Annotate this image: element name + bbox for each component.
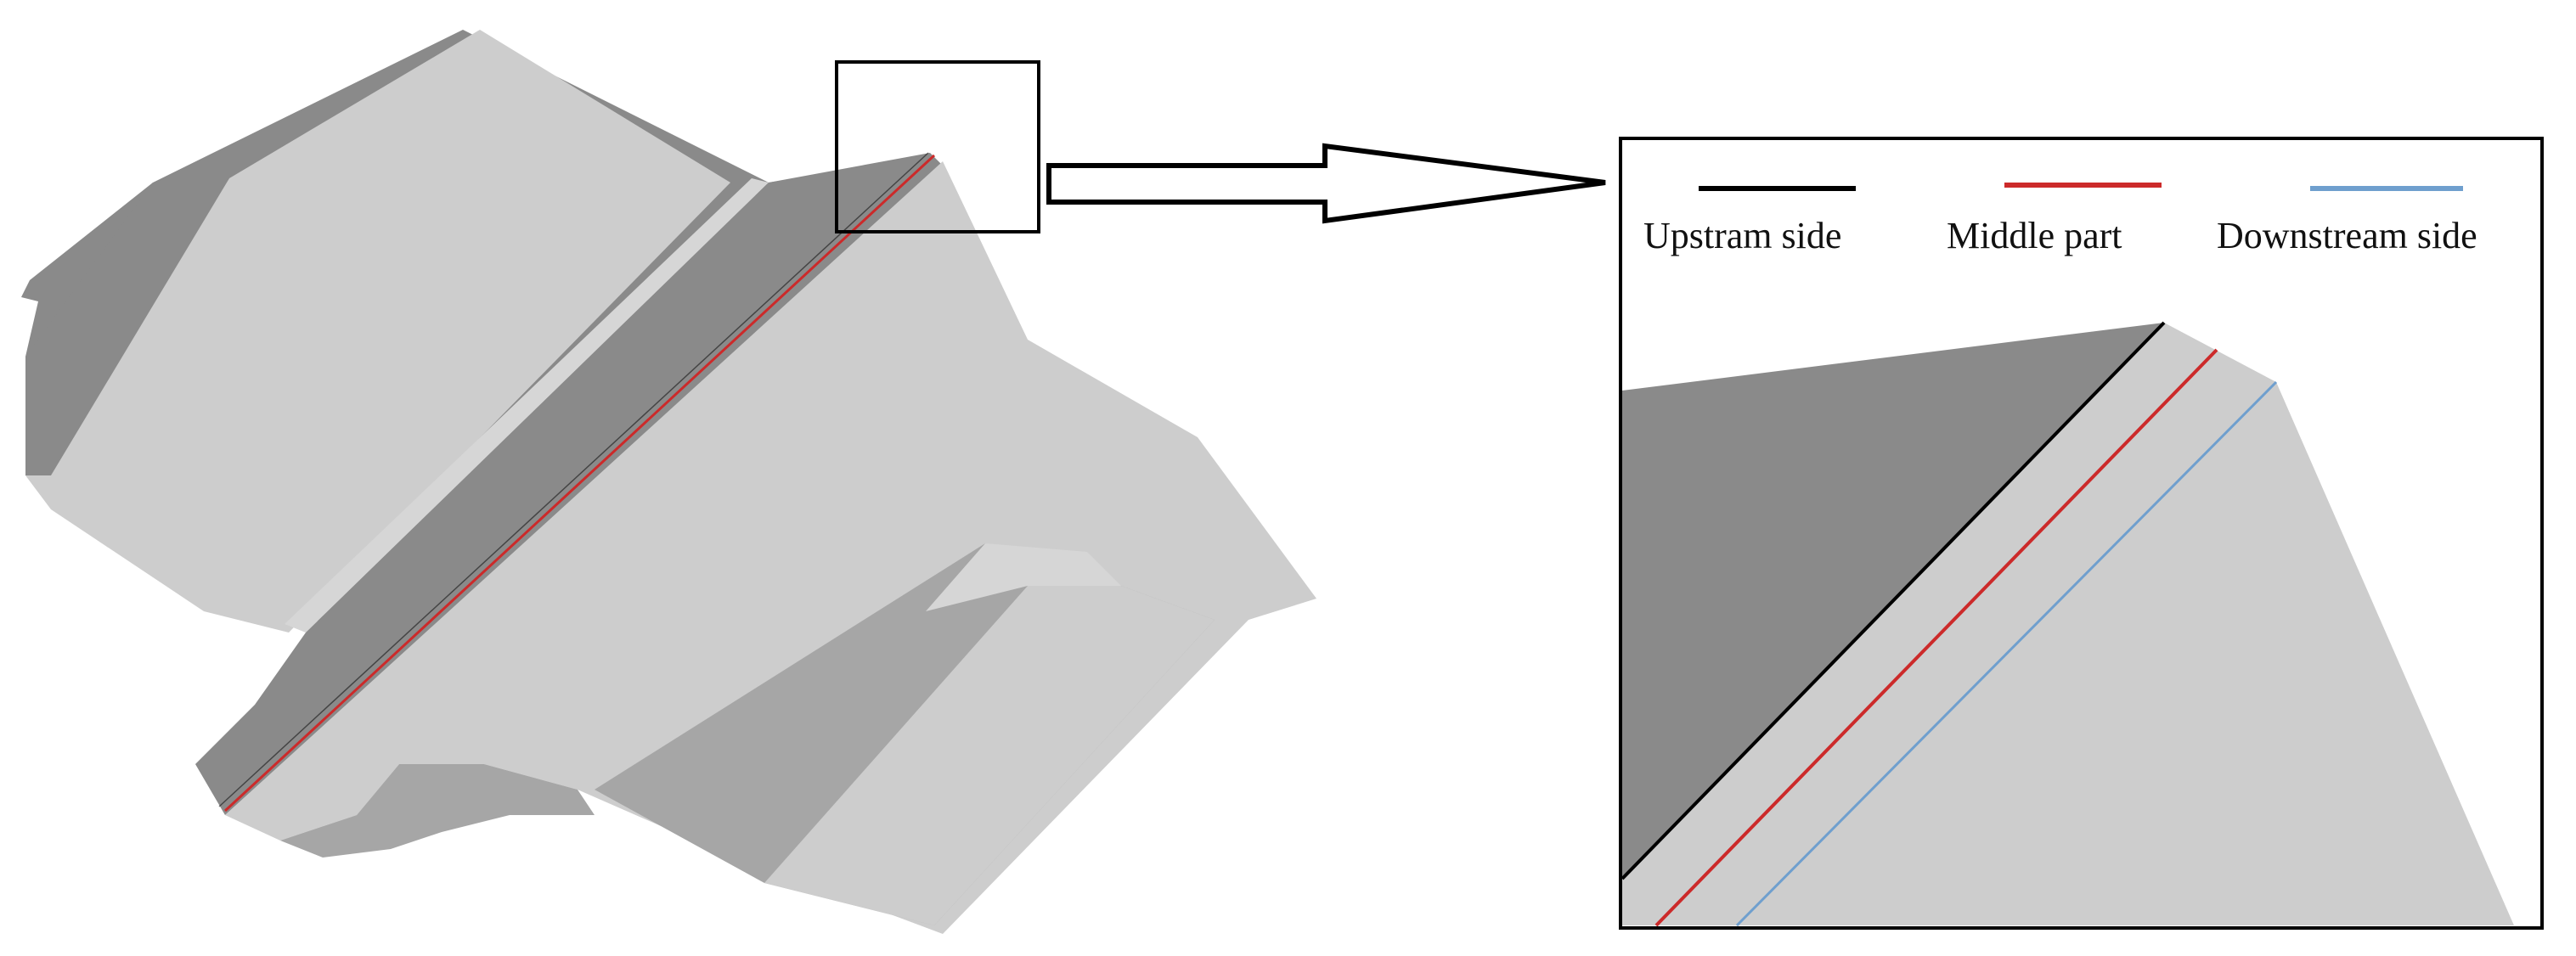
detail-middle-line	[1654, 348, 2218, 926]
right-arrow-icon	[1046, 143, 1606, 224]
dam-crest-strip	[285, 178, 769, 633]
dam-top-plateau-edge	[25, 178, 229, 475]
zoom-detail-panel: Upstram side Middle part Downstream side	[1619, 137, 2544, 930]
dam-lower-block-top	[926, 543, 1121, 611]
legend: Upstram side Middle part Downstream side	[1643, 183, 2477, 256]
dam-lower-block-face	[764, 586, 1215, 925]
detail-crest-surface	[1622, 323, 2514, 925]
dam-stepped-base	[280, 764, 595, 858]
zoom-selection-box	[835, 60, 1040, 233]
legend-label-downstream: Downstream side	[2217, 215, 2477, 256]
detail-downstream-line	[1735, 380, 2278, 926]
dam-upstream-line	[218, 152, 929, 807]
legend-label-upstream: Upstram side	[1643, 215, 1841, 256]
dam-middle-line	[223, 154, 936, 813]
dam-top-plateau	[25, 30, 730, 633]
legend-label-middle: Middle part	[1947, 215, 2122, 256]
detail-upstream-line	[1622, 321, 2166, 880]
dam-model	[21, 30, 1316, 934]
